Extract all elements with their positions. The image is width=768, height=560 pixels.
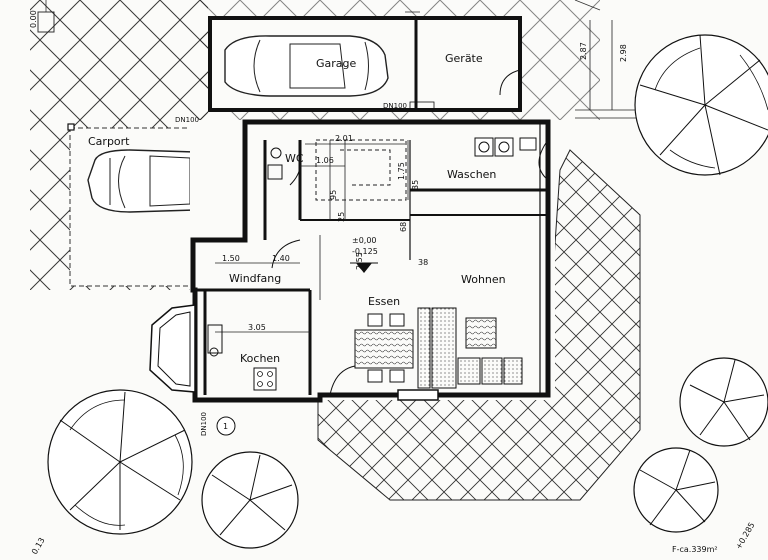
area-label: F-ca.339m² (672, 545, 718, 554)
dining-set (354, 313, 414, 383)
tree-bottom-small (201, 451, 299, 549)
dim-plus-0285: +0.285 (734, 521, 757, 551)
dim-150: 1.50 (222, 254, 240, 263)
room-label-kochen: Kochen (240, 352, 280, 365)
dimension-lines (215, 140, 409, 333)
level-floor: ±0,00 (352, 236, 377, 245)
marker-number: 1 (223, 422, 228, 431)
dim-95: 95 (329, 190, 338, 200)
dim-site-height: 2.98 (619, 44, 628, 62)
dim-zero: 0.00 (29, 10, 38, 28)
pipe-label-c: DN100 (200, 412, 208, 436)
room-label-waschen: Waschen (447, 168, 496, 181)
dim-140: 1.40 (272, 254, 290, 263)
kitchen-fixtures (207, 324, 356, 396)
marker-circle (216, 416, 236, 436)
dim-38: 38 (418, 258, 428, 267)
windfang-door (271, 239, 301, 269)
wc-fixtures (267, 147, 301, 186)
dim-35: 35 (411, 180, 420, 190)
living-furniture (417, 307, 523, 389)
dim-305: 3.05 (248, 323, 266, 332)
level-floor-low: -0,125 (352, 247, 378, 256)
tree-bottom-left-large (47, 389, 193, 535)
dim-68: 68 (399, 222, 408, 232)
dim-stair-width: 2.01 (335, 134, 353, 143)
dim-25: 25 (337, 212, 346, 222)
stairs (315, 139, 407, 220)
pipe-label-b: DN100 (175, 116, 199, 124)
room-label-carport: Carport (88, 135, 130, 148)
tree-right-middle (679, 357, 768, 447)
room-label-windfang: Windfang (229, 272, 281, 285)
garage-car (224, 35, 389, 97)
laundry-fixtures (474, 137, 549, 181)
room-label-geraete: Geräte (445, 52, 483, 65)
bay-window (149, 304, 196, 393)
room-label-essen: Essen (368, 295, 400, 308)
dim-255: 2.55 (355, 252, 364, 270)
dim-wc-width: 1.06 (316, 156, 334, 165)
tree-top-right (634, 34, 768, 176)
pipe-label-a: DN100 (383, 102, 407, 110)
room-label-wc: WC (285, 152, 304, 165)
dim-laundry-depth: 1.75 (397, 162, 406, 180)
dim-minus-013: 0.13 (30, 536, 47, 556)
level-marker (350, 262, 378, 273)
tree-right-bottom (633, 447, 719, 533)
room-label-wohnen: Wohnen (461, 273, 506, 286)
room-label-garage: Garage (316, 57, 357, 70)
pipe-marks (409, 101, 435, 111)
dim-garage-height: 2.87 (579, 42, 588, 60)
